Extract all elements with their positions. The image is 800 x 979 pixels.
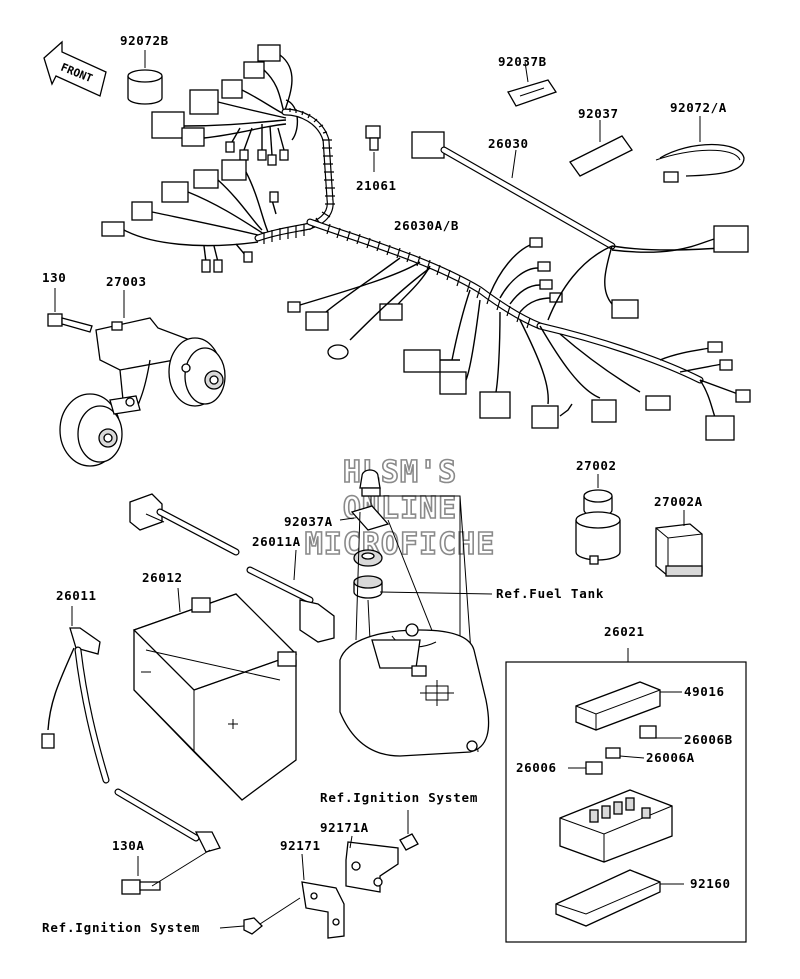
label-27002a: 27002A [654,494,703,509]
label-26011a: 26011A [252,534,301,549]
band-92037 [569,135,633,177]
reference-labels: Ref.Fuel Tank Ref.Ignition System Ref.Ig… [42,586,604,935]
label-26012: 26012 [142,570,183,585]
cable-tie-92072a [655,143,745,183]
label-21061: 21061 [356,178,397,193]
watermark-line-3: MICROFICHE [305,527,496,562]
ref-ignition-system-top: Ref.Ignition System [320,790,478,805]
harness-26030ab-trunk [287,218,751,441]
front-arrow-icon: FRONT [43,40,107,97]
ref-fuel-tank: Ref.Fuel Tank [496,586,604,601]
label-27003: 27003 [106,274,147,289]
fuel-tank [339,623,490,757]
ref-ignition-system-bottom: Ref.Ignition System [42,920,200,935]
fuse-box-kit-26021 [505,648,747,943]
label-26006b: 26006B [684,732,733,747]
label-26030: 26030 [488,136,529,151]
bolt-130a [121,879,161,895]
battery-cable-26011 [41,627,221,853]
label-92160: 92160 [690,876,731,891]
label-92171a: 92171A [320,820,369,835]
label-92037b: 92037B [498,54,547,69]
band-92037b [507,79,558,107]
part-labels: 92072B 92037B 92037 92072/A 26030 21061 … [42,33,733,891]
label-92171: 92171 [280,838,321,853]
label-26006a: 26006A [646,750,695,765]
bracket-92171a [345,833,419,893]
label-92037: 92037 [578,106,619,121]
label-92037a: 92037A [284,514,333,529]
part-21061 [365,125,381,151]
horn-27003 [59,317,226,467]
harness-left-connectors [101,159,314,273]
label-92072b: 92072B [120,33,169,48]
label-130a: 130A [112,838,145,853]
bolt-130 [47,313,93,333]
label-26011: 26011 [56,588,97,603]
battery-26012 [132,593,298,801]
fuel-tank-hardware [350,469,390,599]
label-130: 130 [42,270,66,285]
label-49016: 49016 [684,684,725,699]
harness-26030 [411,131,749,321]
relay-27002a [655,523,703,577]
collar-92072b [127,69,163,105]
label-26006: 26006 [516,760,557,775]
label-26030ab: 26030A/B [394,218,459,233]
bracket-92171 [243,881,345,939]
watermark-line-1: HLSM'S [343,455,457,490]
battery-cable-26011a [129,493,335,643]
watermark: HLSM'S ONLINE MICROFICHE [304,454,496,563]
label-92072a: 92072/A [670,100,727,115]
relay-27002 [575,489,621,565]
label-26021: 26021 [604,624,645,639]
label-27002: 27002 [576,458,617,473]
